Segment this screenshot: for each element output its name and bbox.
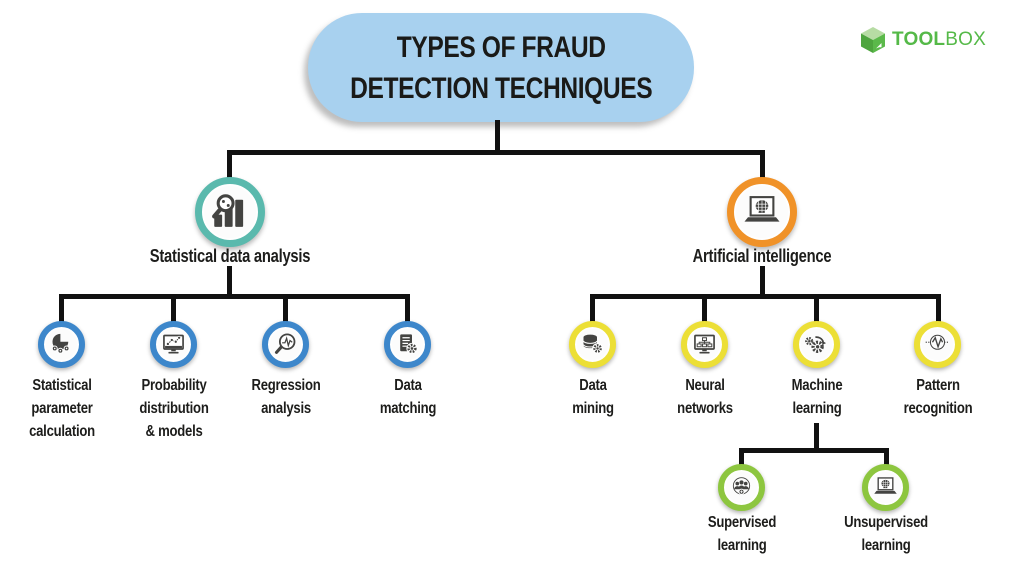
child-label: Machine learning (791, 377, 843, 417)
child-label: Statistical parameter calculation (29, 377, 95, 440)
connector-stub (936, 294, 941, 324)
toolbox-logo: TOOLBOX (858, 25, 986, 55)
connector-stub (760, 150, 765, 180)
child-label: Regression analysis (251, 377, 321, 417)
connector-statistical-horizontal (59, 294, 410, 299)
connector-level1-horizontal (227, 150, 765, 155)
cube-icon (861, 27, 885, 53)
child-label: Probability distribution & models (139, 377, 209, 440)
node-machine-learning (793, 321, 840, 368)
database-gear-icon (582, 334, 603, 354)
node-statistical-data-analysis (195, 177, 265, 247)
child-label: Data mining (572, 377, 614, 417)
connector-stub (702, 294, 707, 324)
connector-stub (739, 448, 744, 470)
branch-label-statistical: Statistical data analysis (149, 246, 311, 266)
connector-root-vertical (495, 120, 500, 153)
connector-ai-vertical (760, 266, 765, 296)
connector-stub (227, 150, 232, 180)
connector-stub (405, 294, 410, 324)
logo-text-bold: TOOL (892, 29, 946, 50)
connector-stub (814, 294, 819, 324)
node-unsupervised-learning (862, 464, 909, 511)
branch-label-ai: Artificial intelligence (692, 246, 832, 266)
title-box: TYPES OF FRAUD DETECTION TECHNIQUES (308, 13, 694, 122)
connector-stub (171, 294, 176, 324)
diagram-title: TYPES OF FRAUD DETECTION TECHNIQUES (349, 30, 653, 105)
logo-text-light: BOX (945, 29, 986, 50)
logo-text: TOOLBOX (892, 29, 986, 51)
monitor-scatter-icon (163, 334, 184, 354)
people-plus-icon (732, 477, 751, 495)
connector-stub (59, 294, 64, 324)
laptop-ai-head-icon (874, 477, 897, 494)
child-label: Pattern recognition (903, 377, 973, 417)
document-gear-icon (400, 334, 418, 355)
node-artificial-intelligence (727, 177, 797, 247)
child-label: Unsupervised learning (844, 514, 928, 554)
connector-stub (283, 294, 288, 324)
node-probability-distribution-models (150, 321, 197, 368)
node-supervised-learning (718, 464, 765, 511)
node-data-matching (384, 321, 431, 368)
node-pattern-recognition (914, 321, 961, 368)
connector-ml-vertical (814, 423, 819, 452)
child-label: Data matching (379, 377, 437, 417)
magnifier-wave-icon (274, 333, 296, 354)
node-regression-analysis (262, 321, 309, 368)
pie-chart-people-icon (51, 333, 70, 354)
wave-circle-icon (925, 334, 950, 350)
connector-stub (590, 294, 595, 324)
connector-ai-horizontal (590, 294, 941, 299)
child-label: Neural networks (677, 377, 733, 417)
node-data-mining (569, 321, 616, 368)
bar-chart-magnifier-icon (212, 194, 244, 227)
node-statistical-parameter-calculation (38, 321, 85, 368)
child-label: Supervised learning (707, 514, 777, 554)
gears-arrow-icon (805, 336, 827, 353)
connector-ml-horizontal (739, 448, 889, 453)
monitor-network-icon (694, 334, 715, 354)
node-neural-networks (681, 321, 728, 368)
laptop-ai-head-icon (744, 196, 780, 222)
connector-statistical-vertical (227, 266, 232, 296)
connector-stub (884, 448, 889, 470)
